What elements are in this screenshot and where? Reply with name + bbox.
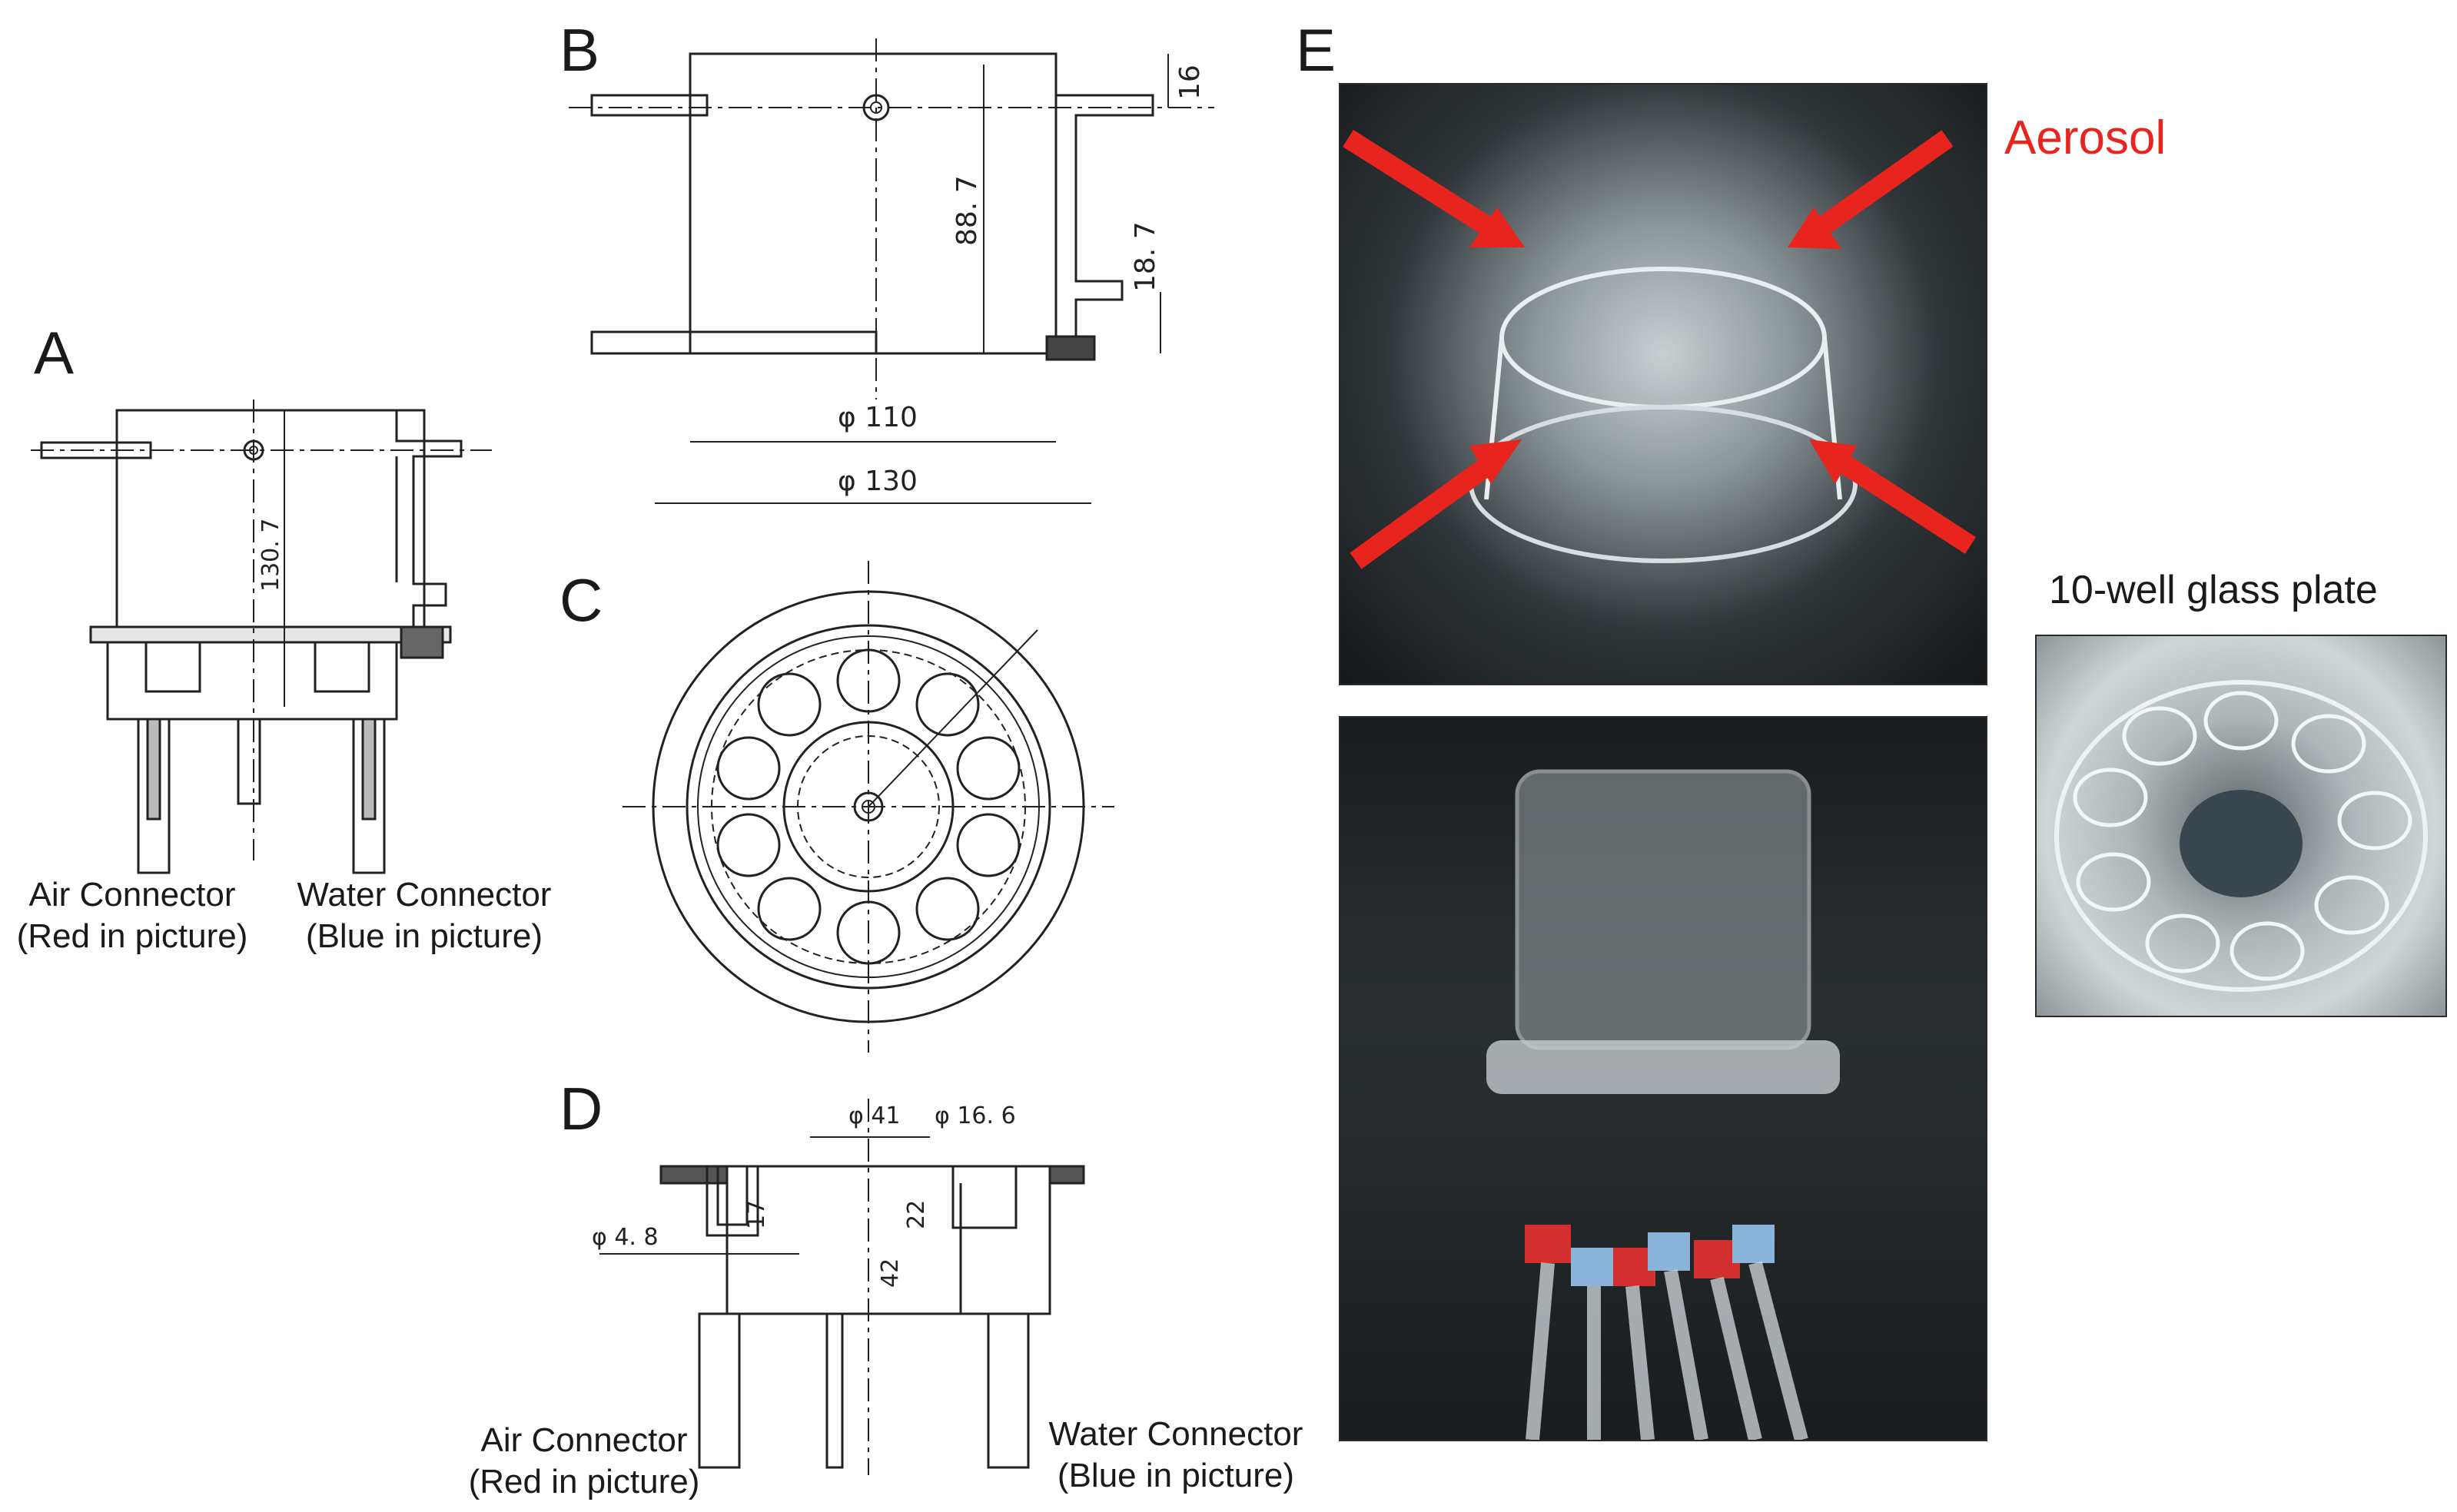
dim-d-well-depth: 17 bbox=[743, 1200, 770, 1229]
drawing-b: 88. 7 16 18. 7 φ 110 φ 130 bbox=[569, 38, 1214, 504]
dim-b-height: 88. 7 bbox=[951, 175, 983, 246]
photo-bottom-apparatus bbox=[1339, 716, 1987, 1441]
a-air-connector-label: Air Connector (Red in picture) bbox=[9, 874, 255, 957]
dim-b-top: 16 bbox=[1174, 65, 1206, 100]
panel-letter-d: D bbox=[559, 1075, 603, 1142]
drawing-c bbox=[623, 561, 1114, 1053]
dim-d-depth42: 42 bbox=[877, 1258, 904, 1288]
panel-letter-e: E bbox=[1296, 16, 1336, 84]
a-water-connector-text: Water Connector bbox=[297, 876, 552, 914]
panel-letter-a: A bbox=[34, 319, 75, 386]
d-water-connector-text: Water Connector bbox=[1048, 1415, 1303, 1453]
aerosol-label: Aerosol bbox=[2004, 111, 2166, 164]
d-water-connector-label: Water Connector (Blue in picture) bbox=[1045, 1414, 1307, 1497]
dim-d-depth22: 22 bbox=[903, 1200, 930, 1229]
d-water-connector-note: (Blue in picture) bbox=[1057, 1457, 1295, 1494]
dim-a-height: 130. 7 bbox=[257, 519, 284, 592]
a-water-connector-label: Water Connector (Blue in picture) bbox=[294, 874, 555, 957]
a-water-connector-note: (Blue in picture) bbox=[305, 917, 543, 955]
plate-label: 10-well glass plate bbox=[2049, 568, 2378, 612]
dim-d-well-dia: φ 16. 6 bbox=[935, 1102, 1016, 1129]
photo-top-apparatus bbox=[1339, 83, 1987, 685]
aerosol-arrows bbox=[1343, 130, 1977, 569]
panel-letter-b: B bbox=[559, 16, 600, 84]
well-circles bbox=[716, 648, 1021, 965]
dim-d-hole-dia: φ 4. 8 bbox=[592, 1224, 659, 1251]
dim-b-side: 18. 7 bbox=[1130, 221, 1161, 292]
photo-glass-plate bbox=[2035, 635, 2447, 1017]
dim-b-inner-dia: φ 110 bbox=[838, 402, 918, 433]
dim-d-center-dia: φ 41 bbox=[848, 1102, 901, 1129]
d-air-connector-label: Air Connector (Red in picture) bbox=[453, 1420, 715, 1503]
drawing-d: φ 41 φ 16. 6 17 22 42 φ 4. 8 bbox=[592, 1099, 1085, 1475]
d-air-connector-note: (Red in picture) bbox=[468, 1463, 700, 1500]
a-air-connector-text: Air Connector bbox=[28, 876, 236, 914]
panel-letter-c: C bbox=[559, 566, 603, 634]
d-air-connector-text: Air Connector bbox=[480, 1421, 688, 1459]
dim-b-outer-dia: φ 130 bbox=[838, 466, 918, 497]
drawing-a: 130. 7 bbox=[31, 400, 492, 874]
a-air-connector-note: (Red in picture) bbox=[16, 917, 248, 955]
